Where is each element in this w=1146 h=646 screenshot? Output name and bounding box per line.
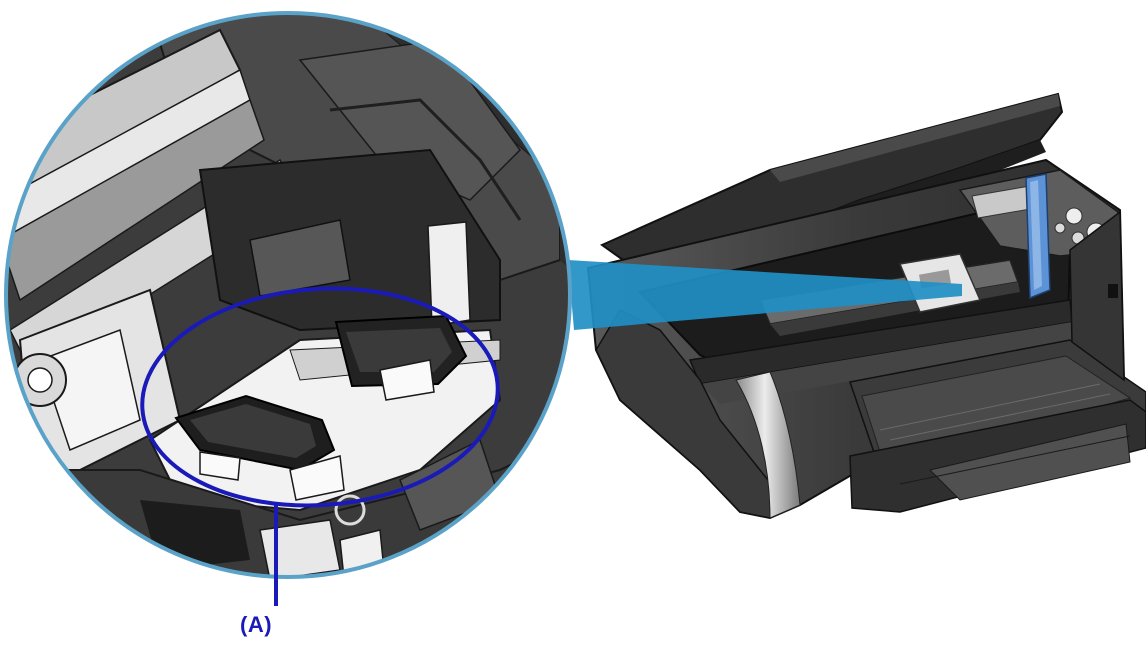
zoom-circle-border: [4, 11, 572, 579]
magnification-beam: [568, 260, 962, 330]
zoomed-detail: [6, 13, 570, 577]
callout-label-a: (A): [240, 612, 273, 637]
paper-output-tray: [849, 339, 1146, 513]
callout-ellipse: [140, 286, 500, 508]
